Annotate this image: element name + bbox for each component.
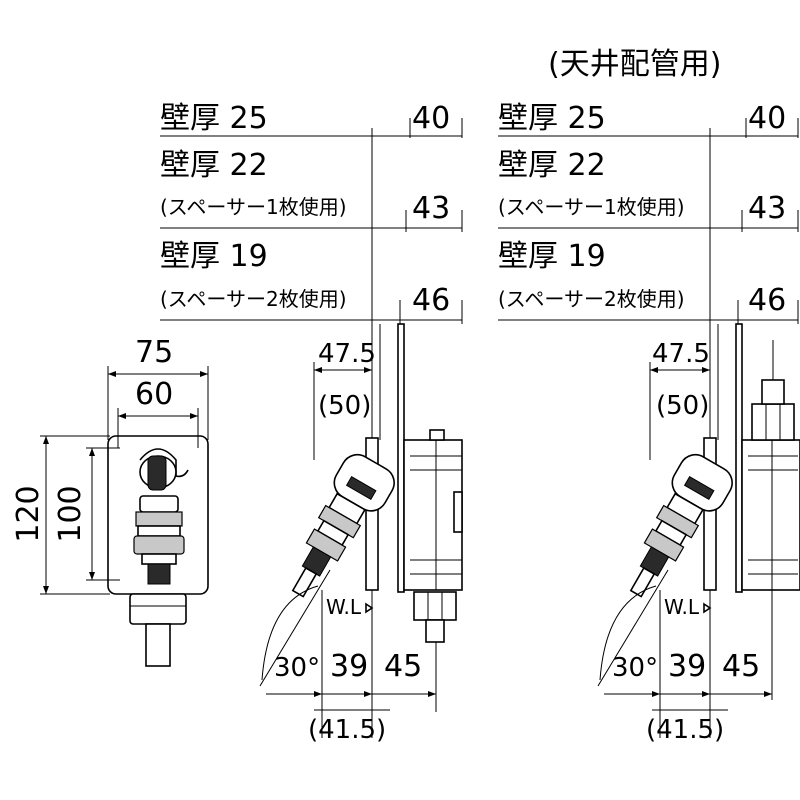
offset-47-5-left: 47.5: [318, 339, 376, 369]
right-side-view: 47.5 (50) W.L: [597, 323, 800, 745]
wall-thickness-25-label: 壁厚 25: [160, 101, 268, 136]
wall-thickness-19-label: 壁厚 19: [160, 239, 268, 274]
dim-41-5-right: (41.5): [646, 715, 724, 745]
height-100-label: 100: [53, 485, 88, 542]
width-75-label: 75: [135, 335, 173, 370]
dim-40-left: 40: [412, 101, 450, 136]
faucet-lever: [147, 455, 167, 491]
angle-30-left: 30°: [274, 653, 320, 683]
pipe-front: [145, 623, 171, 667]
wall-thickness-22-label: 壁厚 22: [160, 148, 268, 183]
wall-thickness-22-label-right: 壁厚 22: [498, 148, 606, 183]
water-level-label-left: W.L: [326, 595, 362, 619]
dim-43-right: 43: [748, 191, 786, 226]
offset-50-left: (50): [318, 391, 371, 421]
wall-thickness-19-label-right: 壁厚 19: [498, 239, 606, 274]
dim-41-5-left: (41.5): [308, 715, 386, 745]
dim-39-left: 39: [330, 649, 368, 684]
left-side-view: 47.5 (50): [259, 323, 463, 745]
spacer-2-note-left: (スペーサー2枚使用): [160, 287, 347, 311]
top-nut-right: [751, 403, 795, 441]
hose-coupling: [147, 563, 171, 585]
mounting-box-left: [403, 439, 463, 591]
wall-thickness-25-label-right: 壁厚 25: [498, 101, 606, 136]
pipe-nut-front: [129, 593, 187, 625]
height-120-label: 120: [11, 485, 46, 542]
angle-30-right: 30°: [612, 653, 658, 683]
front-view: 75 60 120 100: [11, 335, 209, 667]
spacer-2-note-right: (スペーサー2枚使用): [498, 287, 685, 311]
dim-45-right: 45: [722, 649, 760, 684]
right-wall-table: 壁厚 25 40 壁厚 22 (スペーサー1枚使用) 43 壁厚 19 (スペー…: [498, 101, 799, 440]
dim-43-left: 43: [412, 191, 450, 226]
left-wall-table: 壁厚 25 40 壁厚 22 (スペーサー1枚使用) 43 壁厚 19 (スペー…: [160, 101, 463, 440]
offset-50-right: (50): [656, 391, 709, 421]
bottom-nut-left: [413, 591, 457, 621]
dim-46-right: 46: [748, 283, 786, 318]
dim-46-left: 46: [412, 283, 450, 318]
ceiling-piping-label: (天井配管用): [548, 47, 721, 82]
spacer-1-note-left: (スペーサー1枚使用): [160, 195, 347, 219]
spacer-1-note-right: (スペーサー1枚使用): [498, 195, 685, 219]
dim-39-right: 39: [668, 649, 706, 684]
offset-47-5-right: 47.5: [652, 339, 710, 369]
width-60-label: 60: [135, 377, 173, 412]
dim-45-left: 45: [384, 649, 422, 684]
dim-40-right: 40: [748, 101, 786, 136]
water-level-label-right: W.L: [664, 595, 700, 619]
mounting-box-right: [741, 439, 800, 591]
